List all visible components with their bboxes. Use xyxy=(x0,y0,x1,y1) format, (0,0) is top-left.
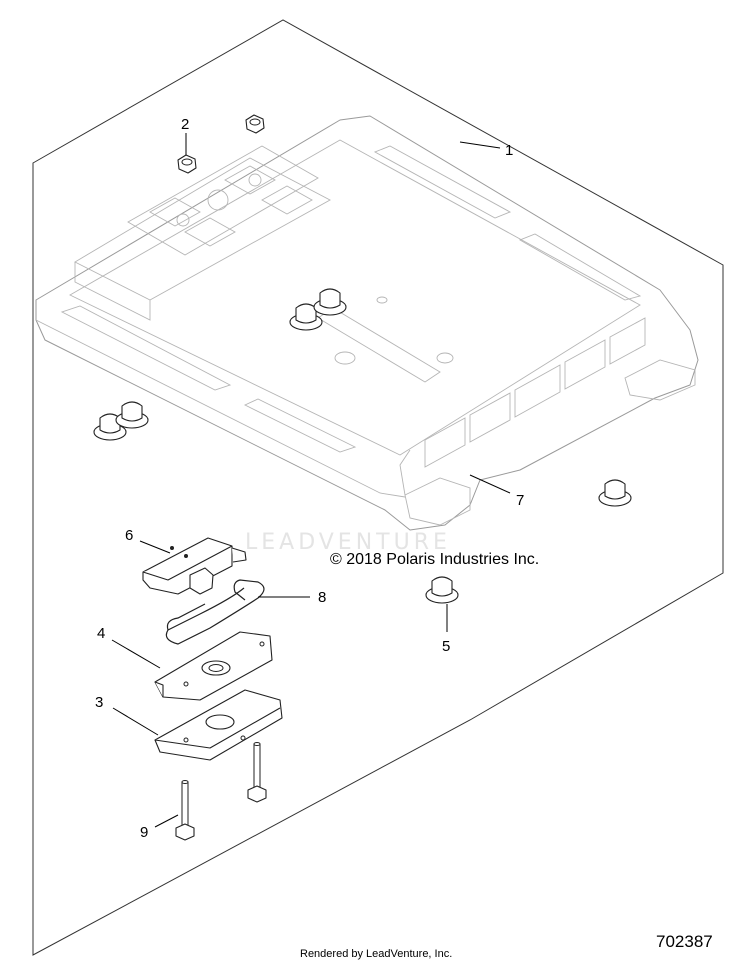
callout-8: 8 xyxy=(318,589,326,606)
push-fastener xyxy=(313,288,347,316)
callout-7: 7 xyxy=(516,492,524,509)
watermark: LEADVENTURE xyxy=(245,530,451,555)
figure-number: 702387 xyxy=(656,932,713,951)
push-fastener xyxy=(115,401,149,429)
push-fastener xyxy=(289,303,323,331)
callout-3: 3 xyxy=(95,694,103,711)
push-fastener xyxy=(598,479,632,507)
nut xyxy=(245,114,265,134)
callout-4: 4 xyxy=(97,625,105,642)
push-fastener xyxy=(425,576,459,604)
callout-1: 1 xyxy=(505,142,513,159)
kit-boundary xyxy=(32,19,724,956)
bolt xyxy=(247,742,267,803)
leader-6 xyxy=(139,540,171,554)
callout-2: 2 xyxy=(181,116,189,133)
leader-9 xyxy=(154,814,179,828)
callout-6: 6 xyxy=(125,527,133,544)
rendered-by: Rendered by LeadVenture, Inc. xyxy=(300,948,452,960)
nut xyxy=(177,154,197,174)
copyright-notice: © 2018 Polaris Industries Inc. xyxy=(330,551,539,568)
spring-clip xyxy=(165,579,265,645)
leader-1 xyxy=(459,141,501,149)
callout-9: 9 xyxy=(140,824,148,841)
leader-7 xyxy=(469,474,511,494)
plate-upper xyxy=(154,631,273,701)
latch xyxy=(142,537,247,595)
plate-lower xyxy=(154,689,283,761)
bolt xyxy=(175,780,195,841)
leader-4 xyxy=(111,639,161,669)
callout-5: 5 xyxy=(442,638,450,655)
base-plate xyxy=(35,115,699,531)
leader-3 xyxy=(112,707,159,736)
push-fastener xyxy=(93,413,127,441)
